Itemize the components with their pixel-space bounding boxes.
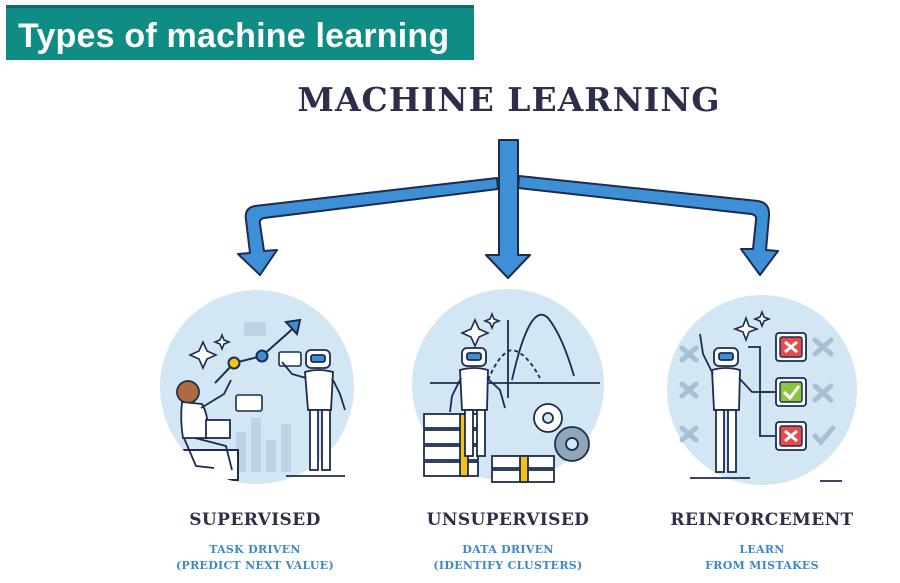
speech-bubble-icon bbox=[235, 394, 263, 412]
arrow-to-unsupervised bbox=[485, 139, 531, 279]
wrong-mark-icon bbox=[775, 421, 807, 451]
bar-chart-icon bbox=[236, 418, 291, 472]
category-description-line: (IDENTIFY CLUSTERS) bbox=[433, 559, 583, 572]
sparkle-icon bbox=[188, 332, 232, 370]
category-unsupervised: UNSUPERVISED DATA DRIVEN (IDENTIFY CLUST… bbox=[378, 510, 638, 574]
arrow-to-reinforcement bbox=[517, 175, 779, 276]
supervised-illustration bbox=[160, 290, 354, 484]
unsupervised-illustration bbox=[412, 289, 604, 483]
speech-bubble-icon bbox=[244, 322, 266, 336]
category-description-line: (PREDICT NEXT VALUE) bbox=[176, 559, 334, 572]
category-description: TASK DRIVEN (PREDICT NEXT VALUE) bbox=[125, 542, 385, 574]
robot-icon bbox=[690, 333, 770, 479]
category-reinforcement: REINFORCEMENT LEARN FROM MISTAKES bbox=[632, 510, 892, 574]
category-description-line: FROM MISTAKES bbox=[705, 559, 819, 572]
category-description-line: DATA DRIVEN bbox=[462, 543, 554, 556]
robot-icon bbox=[449, 347, 506, 457]
gear-icon bbox=[533, 403, 590, 462]
robot-icon bbox=[281, 349, 346, 477]
machine-learning-title: MACHINE LEARNING bbox=[297, 80, 721, 119]
faded-marks bbox=[679, 337, 836, 446]
sparkle-icon bbox=[732, 309, 772, 343]
category-description: DATA DRIVEN (IDENTIFY CLUSTERS) bbox=[378, 542, 638, 574]
wrong-mark-icon bbox=[775, 332, 807, 362]
category-title: UNSUPERVISED bbox=[426, 510, 590, 530]
reinforcement-illustration bbox=[667, 295, 857, 485]
person-icon bbox=[176, 379, 233, 471]
reinforcement-circle bbox=[667, 295, 857, 485]
category-description-line: TASK DRIVEN bbox=[209, 543, 301, 556]
sparkle-icon bbox=[460, 311, 502, 348]
title-banner: Types of machine learning bbox=[6, 5, 474, 60]
category-supervised: SUPERVISED TASK DRIVEN (PREDICT NEXT VAL… bbox=[125, 510, 385, 574]
check-mark-icon bbox=[775, 377, 807, 407]
branch-arrows bbox=[237, 139, 779, 279]
category-title: REINFORCEMENT bbox=[670, 510, 854, 530]
category-description: LEARN FROM MISTAKES bbox=[632, 542, 892, 574]
category-description-line: LEARN bbox=[739, 543, 785, 556]
arrow-to-supervised bbox=[237, 177, 499, 276]
category-title: SUPERVISED bbox=[189, 510, 321, 530]
banner-title: Types of machine learning bbox=[18, 17, 450, 55]
floor-block bbox=[179, 449, 239, 481]
trend-arrow-icon bbox=[214, 318, 302, 384]
speech-bubble-icon bbox=[278, 351, 302, 367]
